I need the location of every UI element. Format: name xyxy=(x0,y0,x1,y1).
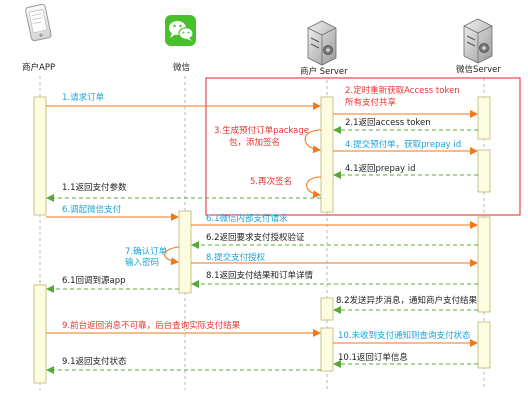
msg-3-label-line1: 3.生成预付订单package xyxy=(214,125,309,136)
actor-wechat-label: 微信 xyxy=(173,62,191,73)
actor-app-label: 商户APP xyxy=(22,62,55,73)
msg-2-1-label: 2.1返回access token xyxy=(345,117,431,128)
activation-wxserver-1 xyxy=(477,96,491,140)
msg-4-label: 4.提交预付单，获取prepay id xyxy=(345,139,461,150)
arrow-5-self xyxy=(306,176,322,199)
msg-6-1b-label: 6.1回调到源app xyxy=(62,276,126,286)
msg-9-1-label: 9.1返回支付状态 xyxy=(62,356,127,367)
msg-6-label: 6.调起微信支付 xyxy=(62,204,122,215)
msg-8-2-label: 8.2发送异步消息，通知商户支付结果 xyxy=(336,295,478,306)
msg-9-label: 9.前台返回消息不可靠，后台查询实际支付结果 xyxy=(62,320,241,331)
msg-7-label-line1: 7.确认订单 xyxy=(125,246,168,257)
server-interaction-frame xyxy=(205,77,521,216)
activation-app-2 xyxy=(33,284,47,384)
activation-app-1 xyxy=(33,96,47,216)
msg-2-label-line1: 2.定时重新获取Access token xyxy=(345,85,460,96)
actor-wechat-server-label: 微信Server xyxy=(456,64,501,75)
msg-10-1-label: 10.1返回订单信息 xyxy=(338,352,408,363)
msg-2-label-line2: 所有支付共享 xyxy=(345,97,397,108)
msg-3-label-line2: 包，添加签名 xyxy=(229,137,280,148)
arrow-3-self xyxy=(304,129,322,154)
msg-10-label: 10.未收到支付通知则查询支付状态 xyxy=(338,330,471,341)
msg-8-1-label: 8.1返回支付结果和订单详情 xyxy=(206,270,314,281)
arrow-7-self xyxy=(164,246,180,266)
phone-icon xyxy=(25,3,52,42)
activation-wechat xyxy=(178,210,192,294)
activation-merchant-2 xyxy=(320,297,334,321)
msg-4-1-label: 4.1返回prepay id xyxy=(345,163,416,174)
wechat-server-icon xyxy=(463,18,493,64)
activation-merchant-1 xyxy=(320,96,334,213)
activation-wxserver-4 xyxy=(477,321,491,369)
activation-wxserver-3 xyxy=(477,216,491,313)
activation-wxserver-2 xyxy=(477,149,491,193)
activation-merchant-3 xyxy=(320,327,334,372)
wechat-icon xyxy=(165,15,196,46)
merchant-server-icon xyxy=(307,20,337,66)
msg-7-label-line2: 输入密码 xyxy=(125,257,159,268)
arrows xyxy=(46,102,478,374)
actor-merchant-server-label: 商户 Server xyxy=(300,66,348,77)
msg-5-label: 5.再次签名 xyxy=(250,176,292,187)
msg-6-1a-label: 6.1微信内部支付请求 xyxy=(206,213,288,224)
msg-1-1-label: 1.1返回支付参数 xyxy=(62,182,127,193)
activation-bars xyxy=(33,96,491,384)
msg-8-label: 8.提交支付授权 xyxy=(206,252,266,263)
msg-6-2-label: 6.2返回要求支付授权验证 xyxy=(206,232,305,243)
msg-1-label: 1.请求订单 xyxy=(62,92,105,103)
